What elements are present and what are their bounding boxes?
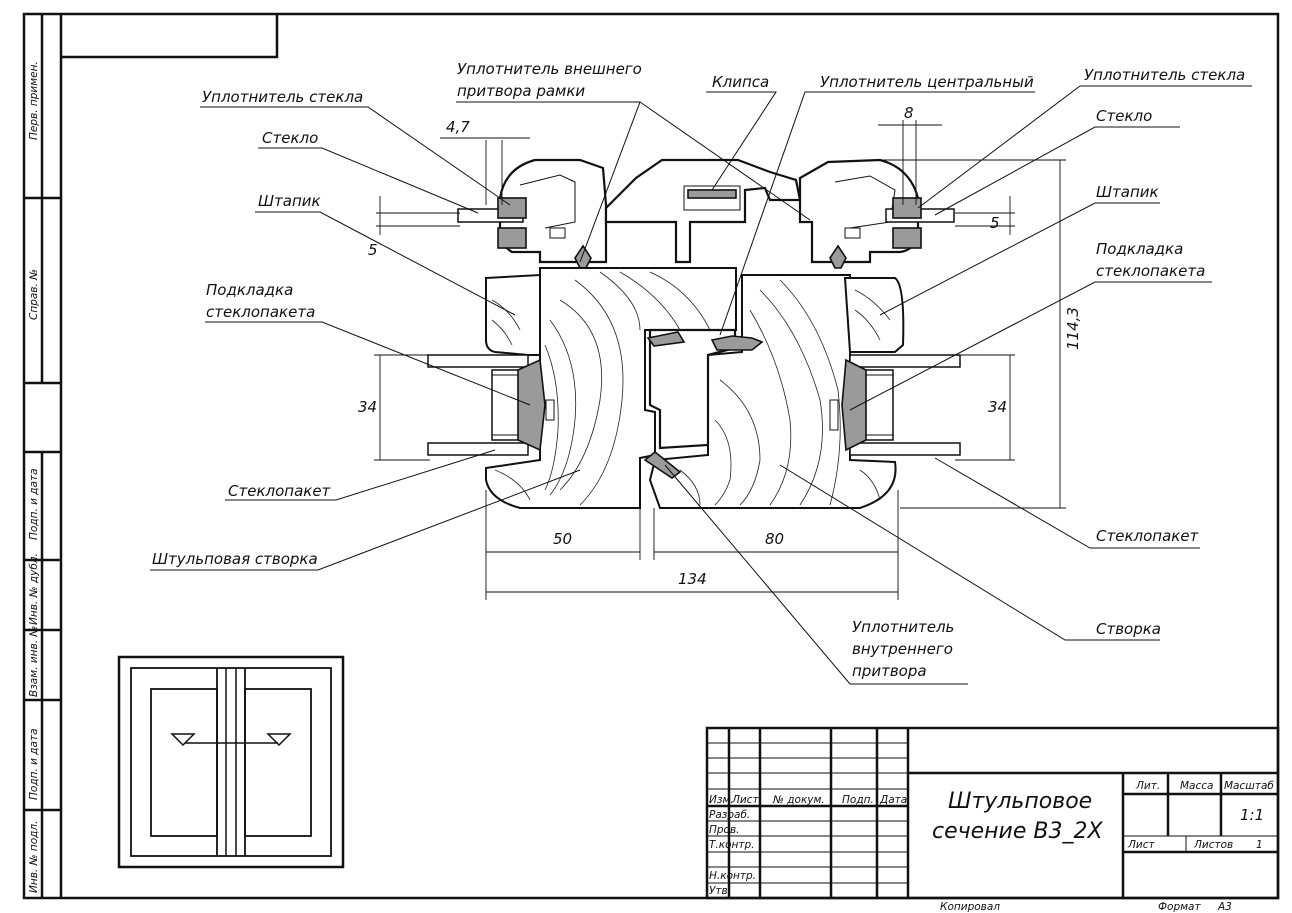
tb-razrab: Разраб. xyxy=(709,809,750,821)
label-seal-glass-right: Уплотнитель стекла xyxy=(1084,66,1245,84)
dim-34-left: 34 xyxy=(358,398,377,416)
callouts: Уплотнитель стекла Стекло Штапик Подклад… xyxy=(152,60,1245,680)
label-inner-seal-1: Уплотнитель xyxy=(852,618,954,636)
tb-listov-label: Листов xyxy=(1193,839,1233,851)
tb-izm: Изм. xyxy=(709,794,734,806)
wood-grain xyxy=(491,271,891,506)
left-glazing-unit xyxy=(427,354,555,456)
drawing-title-2: сечение В3_2Х xyxy=(932,819,1103,844)
label-inner-seal-3: притвора xyxy=(852,662,927,680)
label-clip: Клипса xyxy=(712,73,769,91)
label-sash: Створка xyxy=(1096,620,1161,638)
stamp-vzam-inv: Взам. инв. № xyxy=(28,626,40,697)
label-glass-right: Стекло xyxy=(1096,107,1152,125)
dimensions: 4,7 8 5 5 34 34 114,3 xyxy=(358,104,1082,600)
cross-section xyxy=(427,158,961,509)
label-outer-seal-2: притвора рамки xyxy=(457,82,585,100)
tb-nkontr: Н.контр. xyxy=(709,870,756,882)
label-mullion-sash: Штульповая створка xyxy=(152,550,318,568)
tb-format-value: А3 xyxy=(1217,901,1232,913)
tb-docum: № докум. xyxy=(772,794,825,806)
dim-80: 80 xyxy=(765,530,784,548)
label-bead-left: Штапик xyxy=(258,192,321,210)
label-unit-left: Стеклопакет xyxy=(228,482,332,500)
dim-8: 8 xyxy=(904,104,914,122)
stamp-inv-podl: Инв. № подл. xyxy=(28,821,40,893)
label-spacer-right-2: стеклопакета xyxy=(1096,262,1205,280)
tb-masshtab: Масштаб xyxy=(1224,780,1274,792)
drawing-title-1: Штульповое xyxy=(948,789,1092,814)
label-unit-right: Стеклопакет xyxy=(1096,527,1200,545)
dim-50: 50 xyxy=(553,530,572,548)
stamp-podp-data-1: Подп. и дата xyxy=(28,468,40,540)
tb-prov: Пров. xyxy=(709,824,740,836)
label-glass-left: Стекло xyxy=(262,129,318,147)
dim-114-3: 114,3 xyxy=(1064,307,1082,350)
tb-format: Формат xyxy=(1158,901,1201,913)
leaders xyxy=(150,85,1252,685)
sheet-frame xyxy=(22,12,1280,900)
tb-tkontr: Т.контр. xyxy=(709,839,755,851)
tb-listov-value: 1 xyxy=(1256,839,1263,851)
stamp-perv-primen: Перв. примен. xyxy=(28,61,40,140)
dim-5-right: 5 xyxy=(990,214,1000,232)
stamp-podp-data-2: Подп. и дата xyxy=(28,728,40,800)
label-spacer-right-1: Подкладка xyxy=(1096,240,1183,258)
dim-34-right: 34 xyxy=(988,398,1007,416)
tb-lit: Лит. xyxy=(1135,780,1160,792)
window-thumbnail xyxy=(117,655,345,869)
side-stamps: Перв. примен. Справ. № Подп. и дата Инв.… xyxy=(28,61,40,893)
tb-data: Дата xyxy=(879,794,907,806)
tb-scale: 1:1 xyxy=(1240,806,1264,824)
dim-4-7: 4,7 xyxy=(446,118,470,136)
tb-podp: Подп. xyxy=(842,794,874,806)
dim-5-left: 5 xyxy=(368,241,378,259)
tb-utv: Утв. xyxy=(709,885,731,897)
tb-kopiroval: Копировал xyxy=(940,901,1000,913)
label-seal-glass-left: Уплотнитель стекла xyxy=(202,88,363,106)
label-central-seal: Уплотнитель центральный xyxy=(820,73,1034,91)
tb-massa: Масса xyxy=(1180,780,1213,792)
label-outer-seal-1: Уплотнитель внешнего xyxy=(457,60,642,78)
label-inner-seal-2: внутреннего xyxy=(852,640,953,658)
aluminium-profiles xyxy=(498,158,920,264)
label-spacer-left-1: Подкладка xyxy=(206,281,293,299)
dim-134: 134 xyxy=(678,570,707,588)
label-bead-right: Штапик xyxy=(1096,183,1159,201)
label-spacer-left-2: стеклопакета xyxy=(206,303,315,321)
stamp-inv-dubl: Инв. № дубл. xyxy=(28,553,40,625)
top-glass xyxy=(457,197,955,269)
stamp-sprav: Справ. № xyxy=(28,269,40,320)
right-glazing-unit xyxy=(829,354,961,456)
title-block: Изм. Лист № докум. Подп. Дата Разраб. Пр… xyxy=(705,726,1280,913)
tb-list-label: Лист xyxy=(1127,839,1155,851)
tb-list: Лист xyxy=(731,794,759,806)
